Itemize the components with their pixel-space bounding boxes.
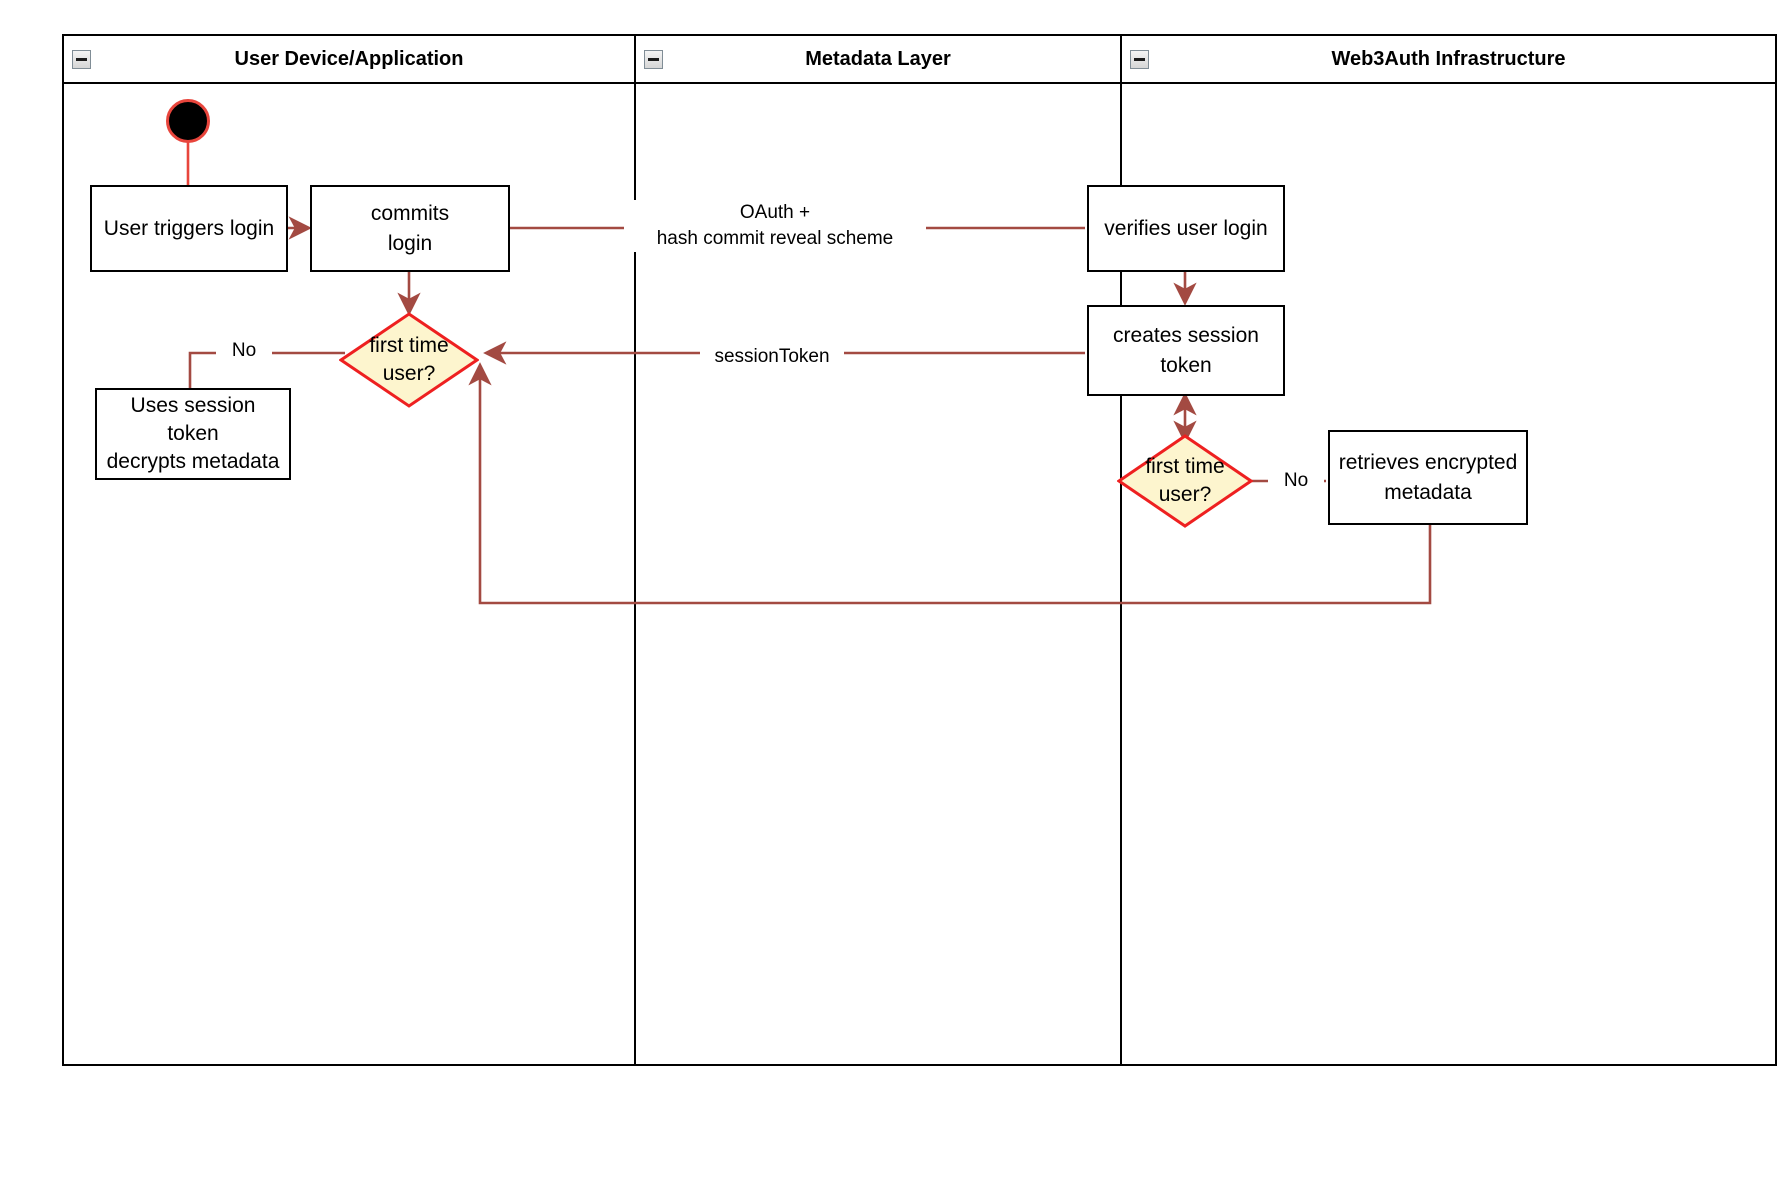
lane-header-web3auth[interactable]: Web3Auth Infrastructure bbox=[1122, 36, 1775, 84]
collapse-icon[interactable] bbox=[644, 50, 663, 69]
activity-uses-session-token[interactable]: Uses session token decrypts metadata bbox=[95, 388, 291, 480]
activity-label: User triggers login bbox=[103, 216, 275, 240]
activity-label-line2: login bbox=[387, 231, 433, 255]
edge-label-no-right: No bbox=[1268, 468, 1324, 494]
activity-label-line3: decrypts metadata bbox=[106, 450, 280, 473]
lane-header-user-device[interactable]: User Device/Application bbox=[64, 36, 634, 84]
activity-label-line2: token bbox=[167, 422, 219, 445]
edge-label-oauth: OAuth + hash commit reveal scheme bbox=[624, 200, 926, 252]
activity-retrieves-encrypted-metadata[interactable]: retrieves encrypted metadata bbox=[1328, 430, 1528, 525]
lane-title-web3auth: Web3Auth Infrastructure bbox=[1331, 47, 1566, 70]
collapse-icon[interactable] bbox=[1130, 50, 1149, 69]
decision-shape bbox=[339, 312, 479, 408]
decision-first-time-user-left[interactable]: first time user? bbox=[339, 312, 479, 408]
activity-label: verifies user login bbox=[1104, 216, 1268, 240]
activity-label-line1: Uses session bbox=[130, 394, 256, 417]
lane-title-metadata-layer: Metadata Layer bbox=[805, 47, 951, 70]
activity-label-line2: token bbox=[1160, 353, 1212, 377]
edge-label-session-token: sessionToken bbox=[700, 344, 844, 370]
lane-title-user-device: User Device/Application bbox=[234, 47, 464, 70]
activity-creates-session-token[interactable]: creates session token bbox=[1087, 305, 1285, 396]
start-node bbox=[166, 99, 210, 143]
decision-shape bbox=[1117, 434, 1253, 528]
activity-label-line1: retrieves encrypted bbox=[1338, 450, 1518, 474]
decision-first-time-user-right[interactable]: first time user? bbox=[1117, 434, 1253, 528]
activity-label-line2: metadata bbox=[1384, 480, 1472, 504]
edge-label-no-left: No bbox=[216, 338, 272, 364]
activity-verifies-user-login[interactable]: verifies user login bbox=[1087, 185, 1285, 272]
activity-commits-login[interactable]: commits login bbox=[310, 185, 510, 272]
lane-header-metadata-layer[interactable]: Metadata Layer bbox=[636, 36, 1120, 84]
activity-user-triggers-login[interactable]: User triggers login bbox=[90, 185, 288, 272]
collapse-icon[interactable] bbox=[72, 50, 91, 69]
activity-label-line1: commits bbox=[370, 201, 450, 225]
lane-divider-1 bbox=[634, 36, 636, 1064]
activity-label-line1: creates session bbox=[1113, 323, 1259, 347]
